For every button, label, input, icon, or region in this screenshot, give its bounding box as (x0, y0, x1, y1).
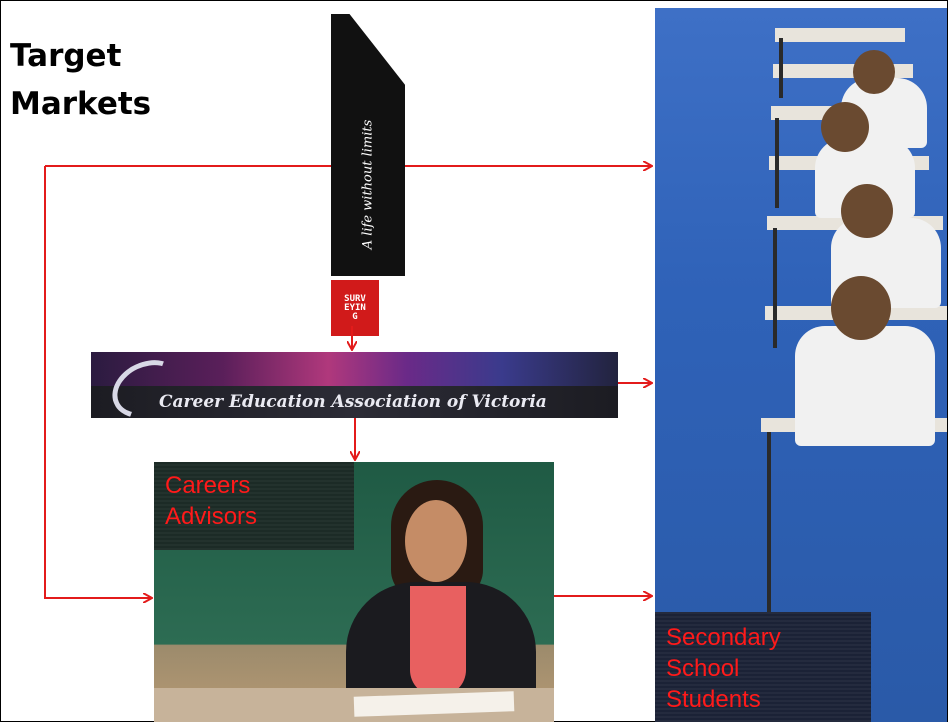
surveying-logo: SURVEYING (331, 280, 379, 336)
student-head (821, 102, 869, 152)
student-head (841, 184, 893, 238)
advisor-label-line-2: Advisors (165, 503, 258, 530)
surveying-tagline-box: A life without limits (353, 89, 383, 279)
students-label-line-3: Students (666, 686, 761, 713)
students-label-line-2: School (666, 655, 740, 682)
advisor-shirt (410, 586, 466, 696)
desk-leg (775, 118, 779, 208)
advisor-face (405, 500, 467, 582)
exam-desk (775, 28, 905, 42)
student-head (853, 50, 895, 94)
surveying-tagline: A life without limits (360, 119, 376, 249)
students-photo: Secondary School Students (655, 8, 947, 722)
ceav-banner: Career Education Association of Victoria (91, 352, 618, 418)
advisor-label-box (154, 462, 354, 550)
advisor-label: Careers Advisors (165, 470, 257, 532)
surveying-banner: A life without limits SURVEYING (331, 14, 405, 336)
ceav-name: Career Education Association of Victoria (159, 392, 547, 412)
student-head (831, 276, 891, 340)
advisor-label-line-1: Careers (165, 472, 251, 499)
surveying-logo-text: SURVEYING (344, 293, 366, 322)
desk-leg (779, 38, 783, 98)
students-label-line-1: Secondary (666, 624, 781, 651)
title-line-1: Target (10, 38, 122, 74)
slide-title: Target Markets (10, 32, 151, 128)
students-label-box (655, 612, 871, 722)
student (795, 326, 935, 446)
desk-leg (773, 228, 777, 348)
careers-advisor-photo: Careers Advisors (154, 462, 554, 722)
ceav-text-band (91, 386, 618, 418)
desk-leg (767, 432, 771, 612)
students-label: Secondary School Students (666, 622, 781, 715)
title-line-2: Markets (10, 86, 152, 122)
